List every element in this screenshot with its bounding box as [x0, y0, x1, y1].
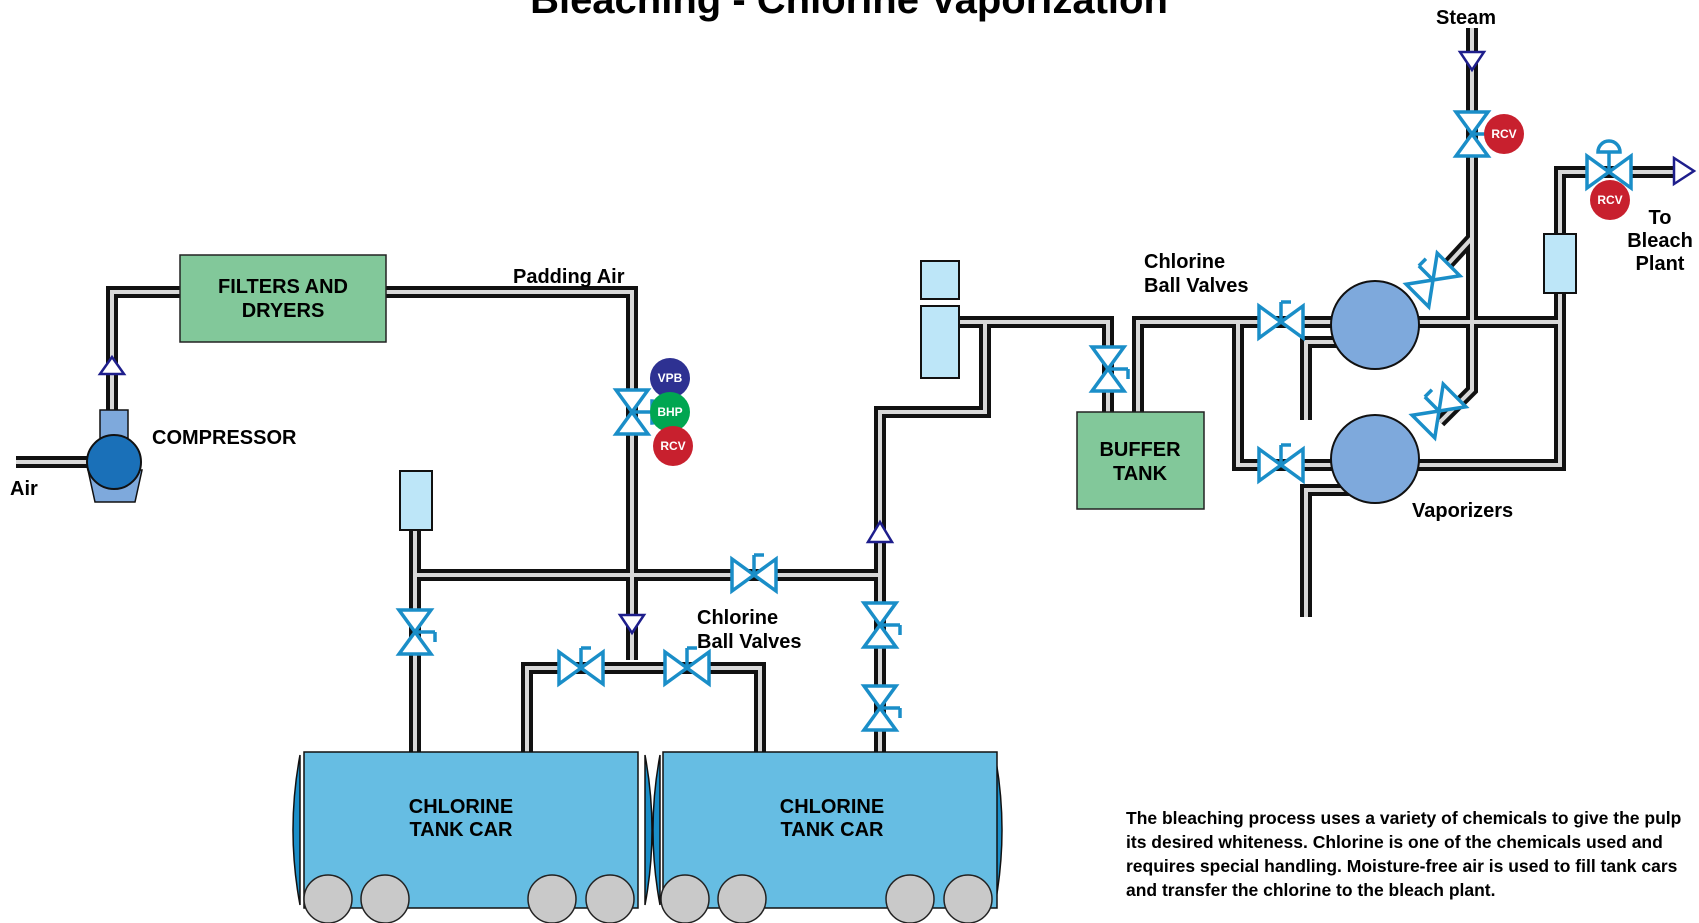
header-ball-valve-icon [730, 553, 778, 595]
svg-text:TANK CAR: TANK CAR [781, 819, 885, 841]
chlorine-ball-valves-label: Ball Valves [1144, 275, 1249, 297]
rcv-steam-tag: RCV [1484, 114, 1524, 154]
outlet-control-valve-icon [1585, 139, 1633, 192]
riser-valve-icon [860, 601, 902, 649]
level-vessel-right [1543, 233, 1577, 294]
pipe-core [878, 410, 940, 752]
pipe-core [525, 666, 762, 752]
air-label: Air [10, 478, 38, 500]
buffer-tank-box: BUFFER TANK [1076, 411, 1205, 510]
flow-arrow-down-icon [617, 613, 647, 636]
padding-air-label: Padding Air [513, 266, 625, 288]
rcv-padding-tag: RCV [653, 426, 693, 466]
level-vessel-lower [920, 305, 960, 379]
chlorine-ball-valve-icon [1257, 443, 1305, 485]
rcv-padding-tag-circle [653, 426, 693, 466]
wheel [360, 874, 410, 923]
pipe-core [110, 290, 180, 410]
steam-ball-valve-icon [1402, 249, 1464, 311]
svg-text:CHLORINE: CHLORINE [780, 796, 884, 818]
flow-arrow-right-icon [1672, 155, 1697, 187]
pipe [874, 406, 940, 752]
flow-arrows [97, 50, 1697, 636]
pipe-core [1236, 322, 1375, 467]
wheel [717, 874, 767, 923]
flow-arrow-up-icon [97, 354, 127, 376]
chlorine-tank-car-1: CHLORINE TANK CAR [292, 751, 653, 923]
svg-text:RCV: RCV [660, 439, 685, 453]
flow-arrow-down-icon [1457, 50, 1487, 73]
svg-text:TANK: TANK [1113, 463, 1168, 485]
vpb-tag-circle [650, 358, 690, 398]
bhp-tag-circle [650, 392, 690, 432]
filters-and-dryers-box: FILTERS AND DRYERS [179, 254, 387, 343]
svg-text:BHP: BHP [657, 405, 682, 419]
svg-text:BUFFER: BUFFER [1099, 439, 1181, 461]
pipe-core [385, 290, 634, 660]
pipe [106, 286, 180, 410]
svg-text:VPB: VPB [658, 371, 683, 385]
diagram-title: Bleaching - Chlorine Vaporization [530, 0, 1168, 22]
vaporizer-upper [1330, 280, 1420, 370]
description-text: The bleaching process uses a variety of … [1126, 808, 1682, 900]
wheel [660, 874, 710, 923]
wheel [303, 874, 353, 923]
pipe-core [1304, 488, 1375, 617]
chlorine-tank-car-2: CHLORINE TANK CAR [652, 751, 1003, 923]
vaporizers-label: Vaporizers [1412, 500, 1513, 522]
wheel [943, 874, 993, 923]
compressor-label: COMPRESSOR [152, 427, 297, 449]
to-bleach-label: To [1649, 207, 1672, 229]
tank-car-valve-icon [663, 646, 711, 688]
bhp-tag: BHP [650, 392, 690, 432]
svg-text:CHLORINE: CHLORINE [409, 796, 513, 818]
svg-text:TANK CAR: TANK CAR [410, 819, 514, 841]
standpipe-valve-icon [395, 608, 437, 656]
buffer-inlet-valve-icon [1088, 345, 1130, 393]
steam-label: Steam [1436, 7, 1496, 29]
pipe [1435, 28, 1478, 427]
chlorine-ball-valve-icon [1257, 300, 1305, 342]
vpb-tag: VPB [650, 358, 690, 398]
tank-car-valve-icon [557, 646, 605, 688]
rcv-outlet-tag-circle [1590, 180, 1630, 220]
svg-text:DRYERS: DRYERS [242, 300, 325, 322]
instrument-tags: VPB BHP RCV RCV RCV [650, 114, 1630, 466]
rcv-steam-tag-circle [1484, 114, 1524, 154]
valves [395, 110, 1633, 732]
rcv-outlet-tag: RCV [1590, 180, 1630, 220]
to-bleach-label: Plant [1636, 253, 1685, 275]
svg-text:FILTERS AND: FILTERS AND [218, 276, 348, 298]
level-vessel-upper [920, 260, 960, 300]
vaporizer-lower [1330, 414, 1420, 504]
chlorine-ball-valves-label: Chlorine [1144, 251, 1225, 273]
compressor [86, 409, 143, 503]
wheel [885, 874, 935, 923]
riser-valve-icon [860, 684, 902, 732]
svg-text:RCV: RCV [1491, 127, 1516, 141]
level-vessel-left [399, 470, 433, 531]
wheel [527, 874, 577, 923]
chlorine-ball-valves-label: Chlorine [697, 607, 778, 629]
pipe [1300, 484, 1375, 617]
flow-arrow-up-icon [865, 519, 895, 544]
steam-ball-valve-icon [1408, 380, 1470, 442]
svg-text:RCV: RCV [1597, 193, 1622, 207]
to-bleach-label: Bleach [1627, 230, 1693, 252]
chlorine-ball-valves-label: Ball Valves [697, 631, 802, 653]
wheel [585, 874, 635, 923]
